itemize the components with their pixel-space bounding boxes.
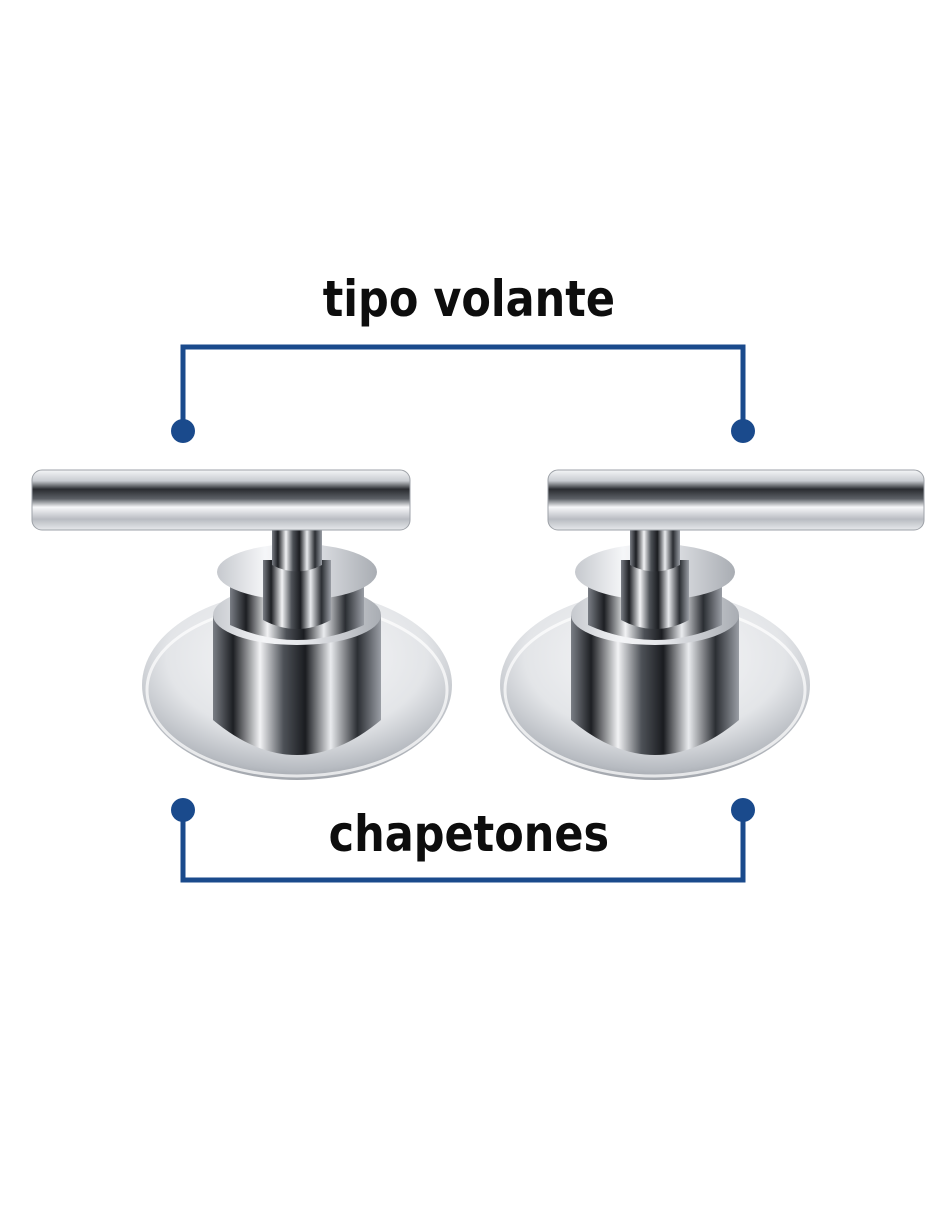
top-bracket [180, 344, 746, 431]
right-handle-image [500, 469, 925, 780]
top-bracket-left-dot [171, 419, 195, 443]
left-handle-image [31, 469, 452, 780]
bottom-bracket-left-dot [171, 798, 195, 822]
bottom-bracket-right-dot [731, 798, 755, 822]
top-bracket-right-dot [731, 419, 755, 443]
bottom-label: chapetones [328, 805, 610, 863]
bottom-bracket [180, 810, 746, 883]
top-label: tipo volante [322, 270, 615, 328]
